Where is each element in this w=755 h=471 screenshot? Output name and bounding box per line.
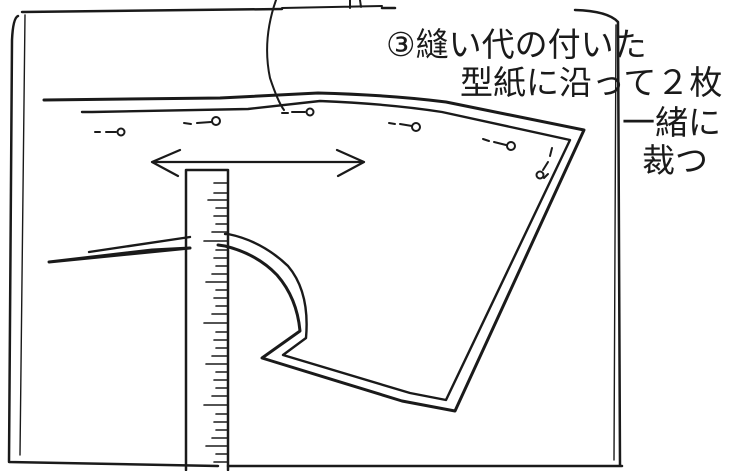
pin-icon bbox=[535, 147, 553, 180]
ruler-ticks bbox=[203, 182, 229, 463]
pin-icon bbox=[543, 173, 549, 179]
pin-icon bbox=[183, 116, 221, 126]
caption-line-2: 型紙に沿って２枚 bbox=[460, 63, 722, 102]
double-arrow-icon bbox=[150, 148, 366, 178]
step-caption: ③縫い代の付いた 型紙に沿って２枚 一緒に 裁つ bbox=[386, 25, 722, 180]
pin-icon bbox=[281, 107, 315, 117]
pins bbox=[94, 107, 553, 180]
pin-icon bbox=[482, 138, 516, 151]
leader-line bbox=[266, 0, 285, 111]
fabric-sheet bbox=[7, 6, 624, 468]
caption-line-3: 一緒に bbox=[622, 103, 721, 142]
caption-line-4: 裁つ bbox=[642, 141, 708, 180]
pin-icon bbox=[94, 127, 126, 137]
straight-ruler bbox=[184, 168, 230, 471]
pattern-outer-outline bbox=[42, 91, 586, 413]
top-fragment bbox=[281, 0, 383, 9]
pattern-inner-seam bbox=[80, 99, 572, 402]
caption-line-1: ③縫い代の付いた bbox=[386, 25, 647, 64]
pin-icon bbox=[388, 122, 421, 132]
step-number: ③ bbox=[386, 25, 416, 64]
